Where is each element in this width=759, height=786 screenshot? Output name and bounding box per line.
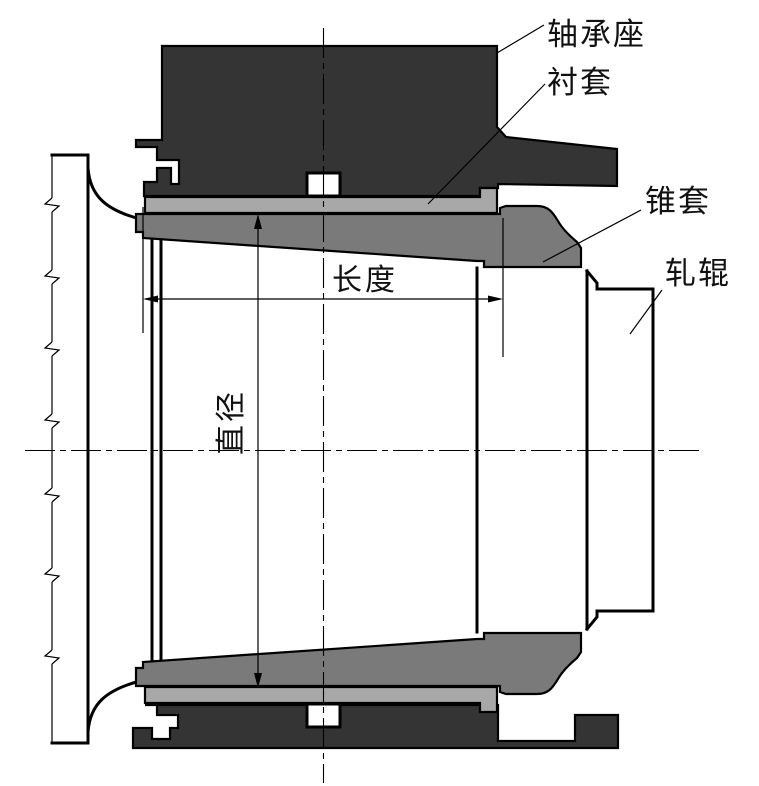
barrel-outline xyxy=(50,153,90,745)
diameter-arrow-top xyxy=(254,214,262,229)
length-dimension: 长度 xyxy=(142,207,504,357)
bearing-seat-leader xyxy=(496,24,545,54)
length-arrow-left xyxy=(143,295,158,303)
bearing-seat-label: 轴承座 xyxy=(547,17,646,53)
roll-leader xyxy=(629,289,663,335)
barrel-fillet-bottom xyxy=(86,679,142,734)
bearing-seat-top xyxy=(134,44,619,198)
length-label: 长度 xyxy=(332,263,398,298)
leader-lines xyxy=(427,24,663,335)
barrel-fillet-top xyxy=(86,166,142,221)
diameter-arrow-bottom xyxy=(254,673,262,688)
liner-leader xyxy=(427,83,546,205)
taper-sleeve-leader xyxy=(542,209,642,263)
taper-sleeve-top xyxy=(134,204,583,269)
taper-sleeve-label: 锥套 xyxy=(645,184,711,220)
roll-barrel xyxy=(43,153,142,745)
length-arrow-right xyxy=(488,295,503,303)
diameter-dimension: 直径 xyxy=(214,214,262,688)
bearing-seat-bottom xyxy=(131,703,620,750)
diameter-label: 直径 xyxy=(214,389,249,455)
break-line xyxy=(43,155,61,743)
liner-label: 衬套 xyxy=(547,65,613,101)
taper-sleeve-bottom xyxy=(134,631,583,696)
roll-label: 轧辊 xyxy=(665,256,731,292)
